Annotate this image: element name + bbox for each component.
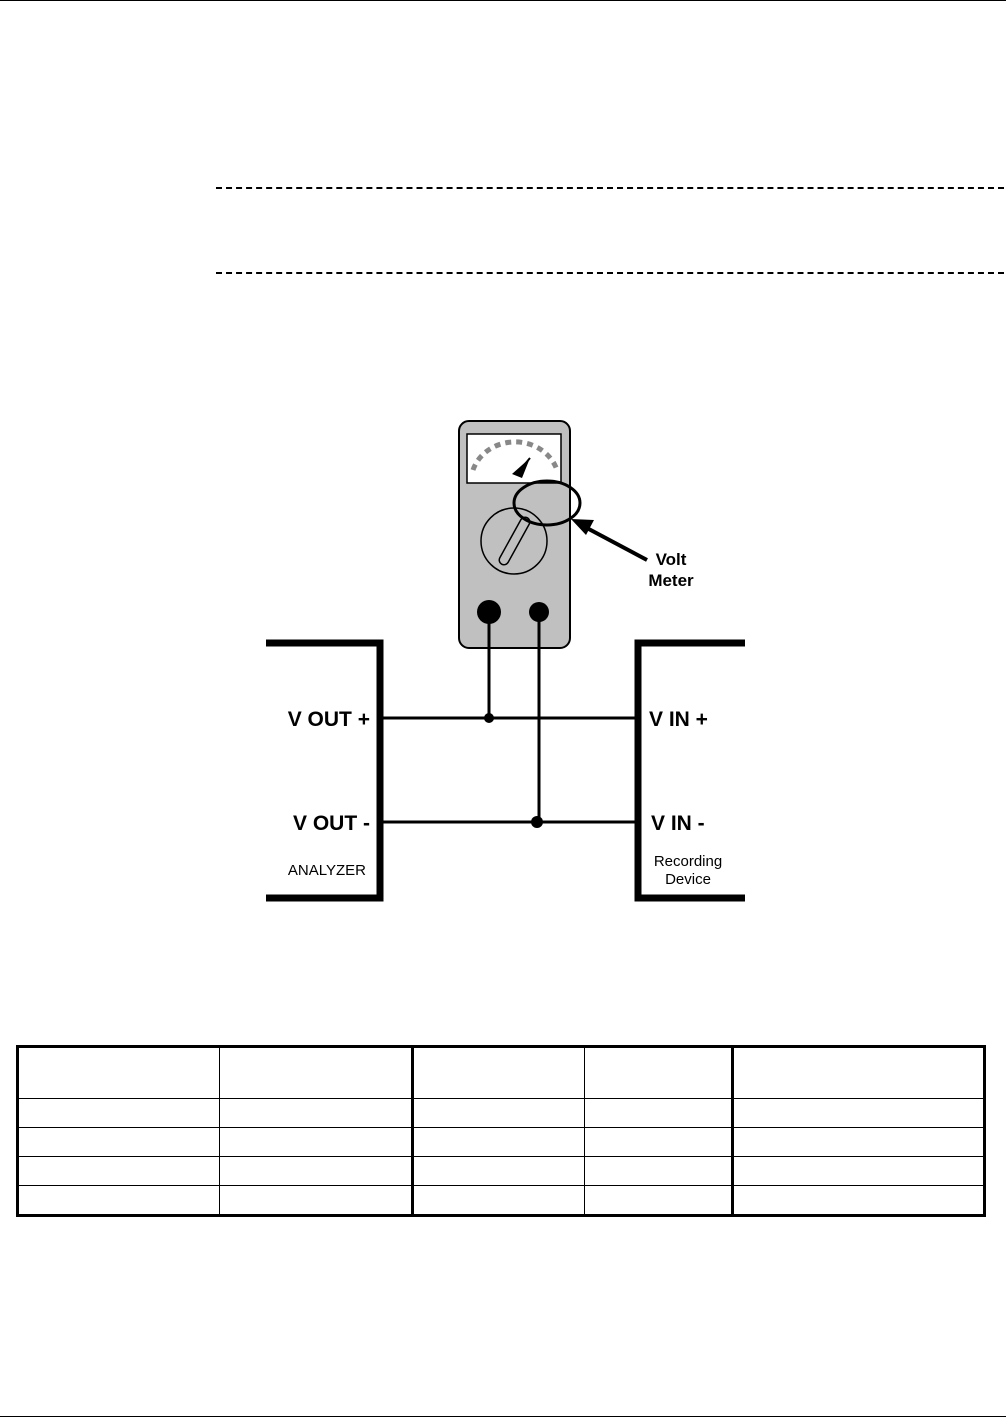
table-row (17, 1185, 985, 1216)
callout-arrowhead-icon (571, 519, 594, 535)
junction-dot-negative (531, 816, 543, 828)
label-recording: Recording (654, 853, 722, 870)
table-cell (17, 1127, 220, 1157)
table-row (17, 1127, 985, 1157)
table-cell (17, 1185, 220, 1216)
table-header-cell (17, 1046, 220, 1099)
label-v-out-minus: V OUT - (293, 812, 370, 835)
table-cell (412, 1098, 585, 1128)
table-header-cell (219, 1046, 414, 1099)
table-cell (732, 1156, 985, 1186)
table-cell (17, 1098, 220, 1128)
meter-label-volt: Volt (656, 550, 687, 569)
label-device: Device (665, 871, 711, 888)
table-cell (732, 1098, 985, 1128)
meter-needle-line (519, 457, 531, 471)
table-cell (219, 1185, 414, 1216)
selector-knob-fill (500, 518, 529, 564)
table-cell (732, 1185, 985, 1216)
label-v-out-plus: V OUT + (288, 708, 370, 731)
table-cell (584, 1156, 734, 1186)
callout-arrow-line (584, 525, 648, 562)
meter-label-meter: Meter (648, 571, 694, 590)
table-cell (584, 1127, 734, 1157)
empty-data-table (16, 1045, 986, 1217)
table-cell (219, 1098, 414, 1128)
table-cell (219, 1156, 414, 1186)
table-cell (219, 1127, 414, 1157)
voltmeter-wiring-diagram: Volt Meter V OUT + V OUT - ANALYZER V IN… (266, 420, 745, 902)
table-cell (732, 1127, 985, 1157)
label-v-in-plus: V IN + (649, 708, 708, 731)
analyzer-terminal-block (266, 639, 384, 902)
junction-dot-positive (484, 713, 494, 723)
page-top-rule (0, 0, 1006, 1)
table-cell (412, 1185, 585, 1216)
table-row (17, 1098, 985, 1128)
table-cell (412, 1127, 585, 1157)
table-header-cell (412, 1046, 585, 1099)
table-header-row (17, 1046, 985, 1099)
table-cell (17, 1156, 220, 1186)
note-box-top-border (216, 187, 1004, 189)
highlight-ellipse (512, 479, 582, 527)
label-analyzer: ANALYZER (288, 862, 366, 879)
label-v-in-minus: V IN - (651, 812, 705, 835)
table-cell (584, 1098, 734, 1128)
table-header-cell (732, 1046, 985, 1099)
table-cell (412, 1156, 585, 1186)
table-row (17, 1156, 985, 1186)
page-bottom-rule (0, 1416, 1006, 1417)
meter-display (466, 433, 562, 484)
note-box-bottom-border (216, 272, 1004, 274)
table-header-cell (584, 1046, 734, 1099)
table-cell (584, 1185, 734, 1216)
meter-scale-arc (470, 439, 560, 471)
recorder-terminal-block (634, 639, 745, 902)
